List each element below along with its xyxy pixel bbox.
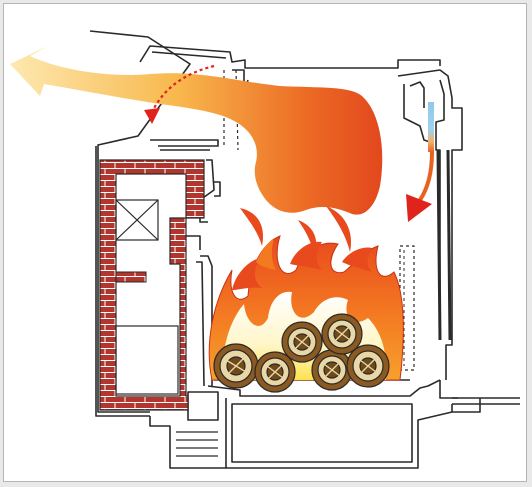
primary-air-arrow: [420, 152, 432, 200]
log: [214, 344, 258, 388]
glass-tube: [428, 102, 434, 152]
secondary-air-arrowhead: [144, 108, 160, 124]
log: [255, 352, 295, 392]
log: [282, 322, 322, 362]
log: [347, 345, 389, 387]
log: [312, 350, 352, 390]
log: [322, 314, 362, 354]
